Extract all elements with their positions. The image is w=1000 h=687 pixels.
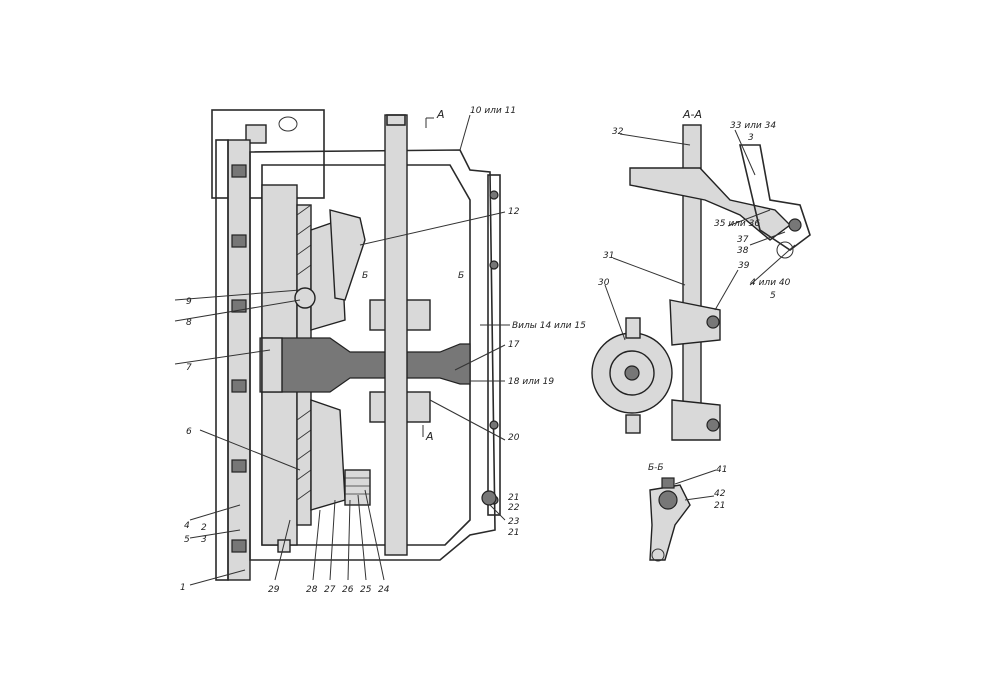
section-mark-b-left: Б bbox=[362, 271, 368, 281]
label-9: 9 bbox=[186, 297, 192, 307]
label-6: 6 bbox=[186, 427, 192, 437]
section-title-aa: A-A bbox=[682, 108, 702, 121]
clutch-housing bbox=[249, 149, 496, 561]
section-mark-a-bottom: А bbox=[425, 430, 434, 443]
label-26: 26 bbox=[342, 585, 354, 595]
label-23: 23 bbox=[508, 517, 520, 527]
section-mark-a-top: A bbox=[436, 108, 445, 121]
release-fork-shaft bbox=[384, 114, 408, 556]
main-shaft bbox=[259, 337, 471, 393]
label-7: 7 bbox=[186, 363, 192, 373]
label-23-sub: 21 bbox=[508, 528, 519, 538]
label-17: 17 bbox=[508, 340, 520, 350]
label-22: 22 bbox=[508, 503, 520, 513]
label-12: 12 bbox=[508, 207, 520, 217]
label-24: 24 bbox=[378, 585, 390, 595]
label-32: 32 bbox=[612, 127, 624, 137]
label-1: 1 bbox=[180, 583, 186, 593]
label-38: 38 bbox=[737, 246, 749, 256]
label-33-34: 33 или 34 bbox=[730, 121, 776, 131]
section-view-aa: A-A 32 31 30 39 33 или 34 3 35 и bbox=[591, 108, 811, 441]
label-14-15: Вилы 14 или 15 bbox=[512, 321, 586, 331]
label-30: 30 bbox=[598, 278, 610, 288]
label-5-aa: 5 bbox=[770, 291, 776, 301]
label-3-aa: 3 bbox=[748, 133, 754, 143]
flywheel-plate bbox=[227, 139, 251, 581]
label-20: 20 bbox=[508, 433, 520, 443]
section-view-bb: Б-Б 41 42 21 bbox=[648, 463, 727, 562]
label-31: 31 bbox=[603, 251, 614, 261]
label-42: 42 bbox=[714, 489, 726, 499]
label-10-11: 10 или 11 bbox=[470, 106, 516, 116]
label-4: 4 bbox=[184, 521, 190, 531]
label-3: 3 bbox=[201, 535, 207, 545]
lever-arm bbox=[629, 167, 792, 241]
label-28: 28 bbox=[306, 585, 318, 595]
label-2: 2 bbox=[201, 523, 207, 533]
label-5: 5 bbox=[184, 535, 190, 545]
label-39: 39 bbox=[738, 261, 750, 271]
label-18-19: 18 или 19 bbox=[508, 377, 554, 387]
label-35-36: 35 или 36 bbox=[714, 219, 760, 229]
label-29: 29 bbox=[268, 585, 280, 595]
label-37: 37 bbox=[737, 235, 749, 245]
main-section-view: A А Б Б 1 2 3 bbox=[174, 106, 586, 595]
label-8: 8 bbox=[186, 318, 192, 328]
label-27: 27 bbox=[324, 585, 336, 595]
section-mark-b-right: Б bbox=[458, 271, 464, 281]
label-21: 21 bbox=[508, 493, 519, 503]
label-4-40: 4 или 40 bbox=[750, 278, 791, 288]
label-25: 25 bbox=[360, 585, 372, 595]
label-41: 41 bbox=[716, 465, 727, 475]
label-21-bb: 21 bbox=[714, 501, 725, 511]
section-title-bb: Б-Б bbox=[648, 463, 664, 473]
